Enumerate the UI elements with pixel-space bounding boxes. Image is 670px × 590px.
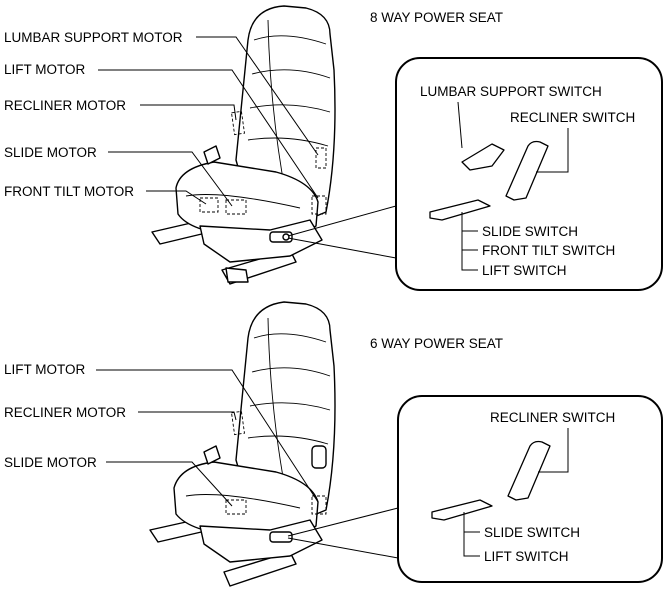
- label-lift-switch-6: LIFT SWITCH: [484, 549, 569, 564]
- cushion-seam: [185, 194, 301, 209]
- callout-line-top-6: [287, 507, 399, 537]
- label-slide-motor-6: SLIDE MOTOR: [4, 455, 97, 470]
- slide-motor-hidden-6: [225, 499, 247, 515]
- lift-motor-hidden-6: [311, 495, 327, 515]
- leader-slide-motor: [108, 151, 233, 207]
- label-lift-motor-6: LIFT MOTOR: [4, 362, 86, 377]
- seatback-seam-6-3: [247, 435, 329, 445]
- seatback-seam-3: [247, 137, 329, 147]
- label-lift-motor: LIFT MOTOR: [4, 62, 86, 77]
- leader-lumbar-switch: [457, 101, 463, 149]
- eight-way-title: 8 WAY POWER SEAT: [370, 10, 503, 25]
- lumbar-motor-hidden: [315, 147, 327, 169]
- callout-line-bottom: [287, 237, 397, 259]
- front-tilt-motor-hidden: [199, 197, 219, 213]
- label-slide-motor: SLIDE MOTOR: [4, 145, 97, 160]
- label-recliner-switch-6: RECLINER SWITCH: [490, 410, 615, 425]
- label-slide-switch: SLIDE SWITCH: [482, 224, 578, 239]
- recliner-motor-hidden-6: [231, 410, 245, 436]
- headrest-seam: [253, 35, 327, 45]
- cushion-seam-6: [185, 494, 301, 509]
- label-recliner-motor-6: RECLINER MOTOR: [4, 405, 126, 420]
- seatback-6: [235, 301, 336, 521]
- eight-way-seat-illustration: [151, 5, 336, 285]
- label-front-tilt-switch: FRONT TILT SWITCH: [482, 243, 615, 258]
- seat-side-recliner-6: [311, 445, 327, 469]
- lift-motor-hidden: [311, 195, 327, 215]
- six-way-section: 6 WAY POWER SEAT LIFT MOTOR RECLINER MOT…: [4, 301, 663, 587]
- label-lift-switch: LIFT SWITCH: [482, 263, 567, 278]
- leader-recliner-switch-6: [538, 428, 569, 473]
- seatback-seam-6-2: [249, 402, 331, 411]
- label-slide-switch-6: SLIDE SWITCH: [484, 525, 580, 540]
- seat-switch-panel-6: [269, 531, 293, 543]
- leader-recliner-motor-6: [138, 411, 237, 421]
- six-way-seat-illustration: [149, 301, 336, 587]
- slide-switch-shape: [429, 199, 491, 221]
- label-lumbar-support-switch: LUMBAR SUPPORT SWITCH: [420, 84, 602, 99]
- callout-line-bottom-6: [287, 537, 399, 559]
- label-recliner-switch: RECLINER SWITCH: [510, 110, 635, 125]
- seat-knob-6: [203, 445, 221, 465]
- recliner-motor-hidden: [231, 110, 245, 136]
- seat-switch-knob: [282, 233, 290, 241]
- label-front-tilt-motor: FRONT TILT MOTOR: [4, 184, 134, 199]
- six-way-title: 6 WAY POWER SEAT: [370, 336, 503, 351]
- seat-knob: [203, 145, 221, 165]
- seatback: [235, 5, 336, 223]
- side-shield-6: [199, 519, 323, 563]
- leader-lift-motor: [98, 69, 319, 199]
- leader-slide-motor-6: [106, 461, 233, 507]
- slide-switch-shape-6: [431, 499, 493, 521]
- seatback-seam-2: [249, 104, 331, 113]
- leader-lift-motor-6: [96, 369, 319, 503]
- slide-motor-hidden: [225, 199, 247, 215]
- leader-recliner-motor: [140, 104, 237, 121]
- leader-front-tilt-motor: [146, 190, 207, 205]
- callout-line-top: [287, 205, 397, 237]
- leader-lift-switch-6: [463, 512, 480, 557]
- leader-lumbar-motor: [196, 36, 319, 156]
- seatback-seam-6-1: [251, 367, 331, 377]
- label-recliner-motor: RECLINER MOTOR: [4, 98, 126, 113]
- label-lumbar-support-motor: LUMBAR SUPPORT MOTOR: [4, 30, 183, 45]
- headrest-seam-6: [253, 333, 327, 343]
- eight-way-section: 8 WAY POWER SEAT: [4, 5, 663, 291]
- seatback-seam-1: [251, 69, 331, 79]
- lumbar-switch-shape: [461, 143, 505, 171]
- leader-recliner-switch: [536, 128, 569, 173]
- rail-foot: [225, 267, 249, 283]
- side-shield: [199, 219, 323, 263]
